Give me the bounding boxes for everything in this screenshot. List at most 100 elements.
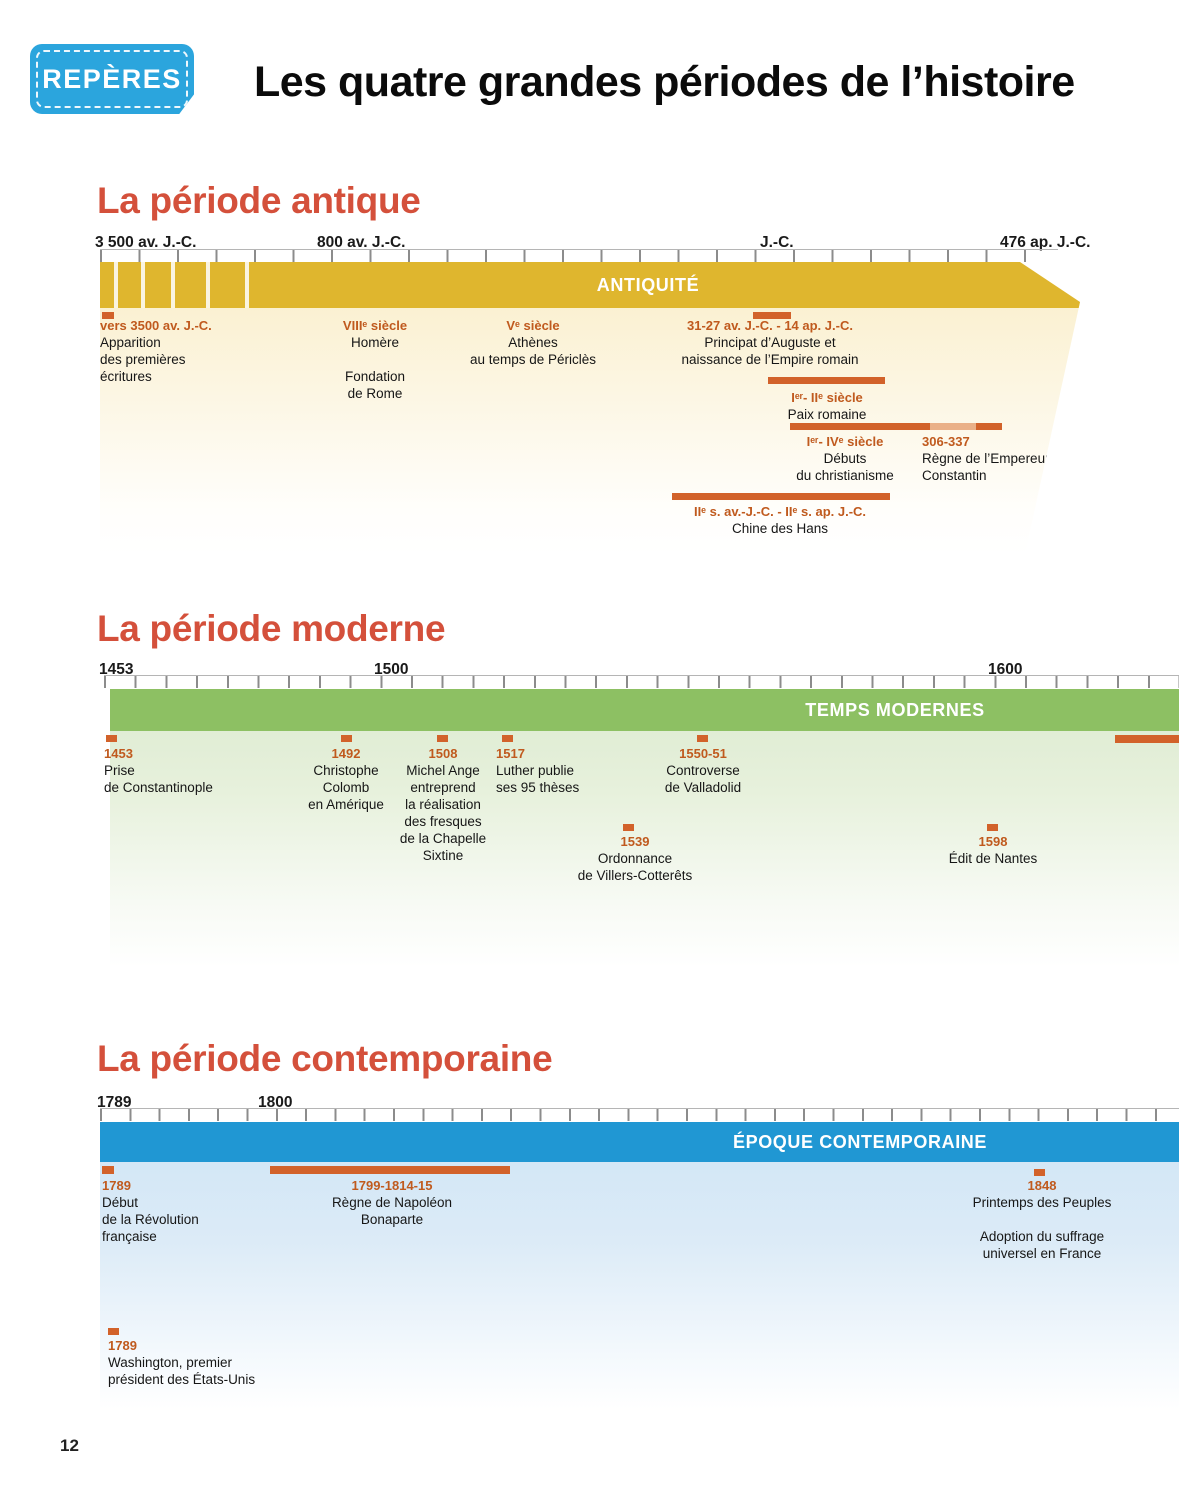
event-date: 1789 [108, 1338, 137, 1353]
page-title: Les quatre grandes périodes de l’histoir… [254, 58, 1075, 106]
event-date: 1492 [331, 746, 361, 761]
event-text: Règne de Napoléon Bonaparte [331, 1195, 453, 1228]
event-michel-ange: 1508 Michel Ange entreprend la réalisati… [382, 746, 504, 865]
event-text: Ordonnance de Villers-Cotterêts [577, 851, 693, 884]
event-date: 1539 [620, 834, 650, 849]
event-marker [341, 735, 352, 742]
band-break-line [206, 262, 210, 308]
event-date: 31-27 av. J.-C. - 14 ap. J.-C. [687, 318, 853, 333]
contemporaine-axis-label: 1789 [97, 1094, 132, 1111]
contemporaine-band-label: ÉPOQUE CONTEMPORAINE [732, 1132, 988, 1152]
event-range-bar-partial [1115, 735, 1179, 743]
event-text: Printemps des Peuples Adoption du suffra… [972, 1195, 1112, 1261]
antique-axis-label: 3 500 av. J.-C. [95, 234, 197, 251]
event-date: 1598 [978, 834, 1008, 849]
event-luther: 1517 Luther publie ses 95 thèses [496, 746, 616, 797]
band-break-line [171, 262, 175, 308]
event-text: Édit de Nantes [948, 851, 1038, 867]
event-constantin: 306-337 Règne de l’Empereur Constantin [922, 434, 1062, 485]
event-text: Controverse de Valladolid [664, 763, 742, 796]
event-colomb: 1492 Christophe Colomb en Amérique [286, 746, 406, 814]
event-athenes-pericles: Vᵉ siècle Athènes au temps de Périclès [452, 318, 614, 369]
event-marker [623, 824, 634, 831]
event-range-bar-highlight [930, 423, 976, 430]
antique-axis-label: 800 av. J.-C. [317, 234, 406, 251]
event-date: 306-337 [922, 434, 970, 449]
band-break-line [245, 262, 249, 308]
event-text: Luther publie ses 95 thèses [496, 763, 580, 796]
event-text: Homère Fondation de Rome [344, 335, 406, 401]
event-text: Prise de Constantinople [104, 763, 213, 796]
event-principat-auguste: 31-27 av. J.-C. - 14 ap. J.-C. Principat… [653, 318, 887, 369]
antique-axis-label: J.-C. [760, 234, 794, 251]
page-number: 12 [60, 1436, 79, 1455]
contemporaine-timeline-ticks [100, 1108, 1179, 1121]
event-premieres-ecritures: vers 3500 av. J.-C. Apparition des premi… [100, 318, 260, 386]
event-date: 1789 [102, 1178, 131, 1193]
event-text: Règne de l’Empereur Constantin [922, 451, 1050, 484]
event-revolution-francaise: 1789 Début de la Révolution française [102, 1178, 242, 1246]
event-date: vers 3500 av. J.-C. [100, 318, 212, 333]
event-range-bar [672, 493, 890, 500]
event-valladolid: 1550-51 Controverse de Valladolid [642, 746, 764, 797]
event-paix-romaine: Iᵉʳ- IIᵉ siècle Paix romaine [767, 390, 887, 424]
antique-band [100, 262, 1080, 308]
moderne-axis-label: 1453 [99, 661, 134, 678]
antique-axis-label: 476 ap. J.-C. [1000, 234, 1091, 251]
event-marker [502, 735, 513, 742]
event-marker [987, 824, 998, 831]
event-date: Vᵉ siècle [506, 318, 560, 333]
event-marker [102, 312, 114, 319]
event-marker [108, 1328, 119, 1335]
event-debuts-christianisme: Iᵉʳ- IVᵉ siècle Débuts du christianisme [781, 434, 909, 485]
antique-band-label: ANTIQUITÉ [596, 275, 700, 295]
event-napoleon: 1799-1814-15 Règne de Napoléon Bonaparte [312, 1178, 472, 1229]
antique-section-title: La période antique [97, 180, 421, 221]
event-text: Chine des Hans [731, 521, 829, 537]
event-date: Iᵉʳ- IVᵉ siècle [806, 434, 884, 449]
contemporaine-section-title: La période contemporaine [97, 1038, 553, 1079]
event-marker [102, 1166, 114, 1174]
event-date: 1848 [1027, 1178, 1057, 1193]
antique-timeline-arrow: ANTIQUITÉ vers 3500 av. J.-C. Apparition… [100, 262, 1080, 554]
event-homere-rome: VIIIᵉ siècle Homère Fondation de Rome [313, 318, 437, 403]
event-date: 1453 [104, 746, 133, 761]
event-washington: 1789 Washington, premier président des É… [108, 1338, 318, 1389]
event-marker [437, 735, 448, 742]
event-date: IIᵉ s. av.-J.-C. - IIᵉ s. ap. J.-C. [693, 504, 867, 519]
event-date: 1550-51 [679, 746, 727, 761]
event-range-bar [753, 312, 791, 319]
event-text: Athènes au temps de Périclès [469, 335, 597, 368]
event-text: Principat d’Auguste et naissance de l’Em… [681, 335, 859, 368]
event-text: Paix romaine [787, 407, 867, 423]
reperes-badge-label: REPÈRES [36, 50, 188, 108]
event-range-bar [270, 1166, 510, 1174]
moderne-section-title: La période moderne [97, 608, 446, 649]
moderne-axis-label: 1600 [988, 661, 1023, 678]
event-date: 1508 [428, 746, 458, 761]
antique-timeline-ticks [100, 249, 1058, 262]
event-printemps-des-peuples: 1848 Printemps des Peuples Adoption du s… [952, 1178, 1132, 1263]
event-range-bar [790, 423, 1002, 430]
moderne-band-label: TEMPS MODERNES [805, 700, 985, 720]
event-chine-des-hans: IIᵉ s. av.-J.-C. - IIᵉ s. ap. J.-C. Chin… [663, 504, 897, 538]
event-text: Début de la Révolution française [102, 1195, 199, 1244]
moderne-timeline-ticks [104, 675, 1179, 688]
band-break-line [114, 262, 118, 308]
contemporaine-axis-label: 1800 [258, 1094, 293, 1111]
event-text: Michel Ange entreprend la réalisation de… [399, 763, 487, 863]
event-villers-cotterets: 1539 Ordonnance de Villers-Cotterêts [557, 834, 713, 885]
event-range-bar [768, 377, 885, 384]
event-marker [697, 735, 708, 742]
event-text: Christophe Colomb en Amérique [308, 763, 384, 812]
moderne-axis-label: 1500 [374, 661, 409, 678]
event-date: 1799-1814-15 [351, 1178, 433, 1193]
event-date: 1517 [496, 746, 525, 761]
moderne-band [110, 689, 1179, 731]
contemporaine-timeline: ÉPOQUE CONTEMPORAINE 1789 Début de la Ré… [100, 1122, 1179, 1422]
event-edit-de-nantes: 1598 Édit de Nantes [921, 834, 1065, 868]
event-date: Iᵉʳ- IIᵉ siècle [791, 390, 863, 405]
event-text: Débuts du christianisme [796, 451, 894, 484]
event-text: Washington, premier président des États-… [108, 1355, 256, 1388]
